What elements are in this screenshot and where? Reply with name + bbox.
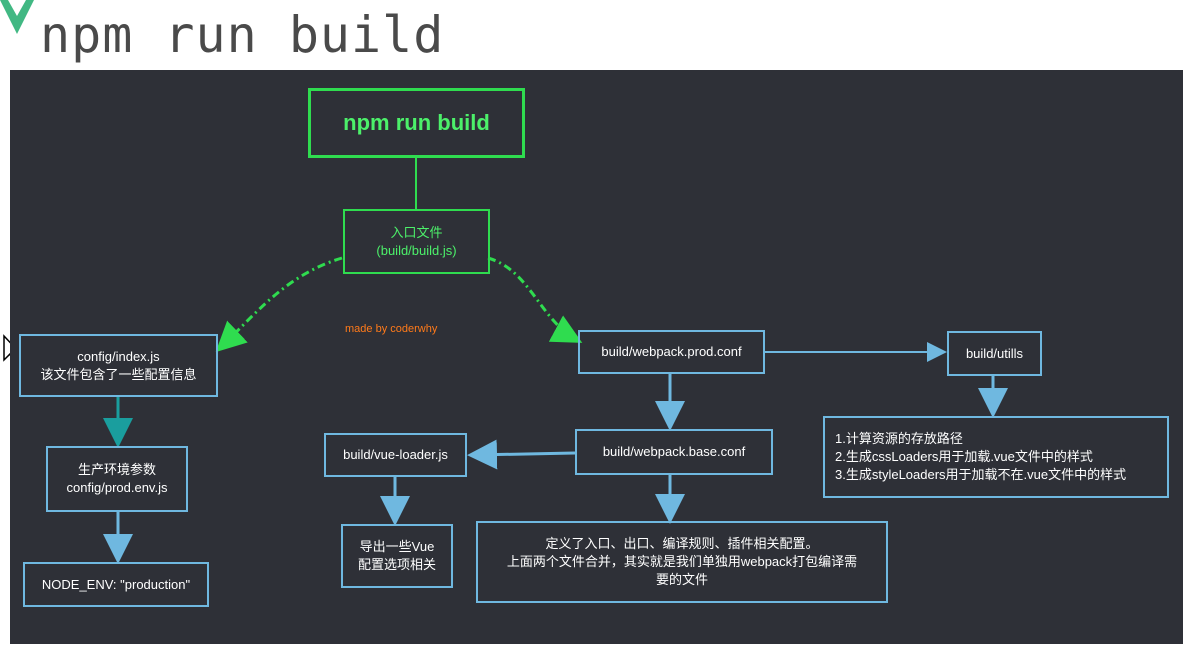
node-utils-desc-line-1: 1.计算资源的存放路径 (835, 431, 963, 446)
node-npm-run-build: npm run build (308, 88, 525, 158)
node-utils-desc-line-3: 3.生成styleLoaders用于加载不在.vue文件中的样式 (835, 467, 1127, 482)
node-build-utils-label: build/utills (965, 345, 1024, 361)
node-utils-desc: 1.计算资源的存放路径 2.生成cssLoaders用于加载.vue文件中的样式… (823, 416, 1169, 498)
node-build-utils: build/utills (947, 331, 1042, 376)
node-vue-loader-desc-line-2: 配置选项相关 (357, 557, 436, 572)
node-vue-loader: build/vue-loader.js (324, 433, 467, 477)
slide-title: npm run build (40, 6, 445, 64)
node-webpack-prod-conf-label: build/webpack.prod.conf (601, 344, 742, 359)
edge-base-vueloader (467, 439, 576, 470)
node-prod-env-line-2: config/prod.env.js (66, 480, 168, 495)
edge-entry-config (215, 256, 343, 353)
node-webpack-base-conf: build/webpack.base.conf (575, 429, 773, 475)
diagram-panel: npm run build 入口文件 (build/build.js) made… (10, 70, 1183, 644)
node-webpack-prod-conf: build/webpack.prod.conf (578, 330, 765, 374)
node-config-index: config/index.js 该文件包含了一些配置信息 (19, 334, 218, 397)
node-vue-loader-desc: 导出一些Vue 配置选项相关 (341, 524, 453, 588)
node-base-desc: 定义了入口、出口、编译规则、插件相关配置。 上面两个文件合并，其实就是我们单独用… (476, 521, 888, 603)
diagram-edges (103, 158, 1008, 564)
node-config-index-line-2: 该文件包含了一些配置信息 (40, 366, 197, 382)
node-vue-loader-label: build/vue-loader.js (343, 447, 448, 462)
node-npm-run-build-label: npm run build (343, 110, 490, 135)
node-prod-env: 生产环境参数 config/prod.env.js (46, 446, 188, 512)
node-node-env-label: NODE_ENV: "production" (41, 576, 191, 592)
watermark-text: made by coderwhy (345, 323, 438, 335)
node-utils-desc-line-2: 2.生成cssLoaders用于加载.vue文件中的样式 (835, 449, 1093, 464)
node-node-env: NODE_ENV: "production" (23, 562, 209, 607)
node-base-desc-line-2: 上面两个文件合并，其实就是我们单独用webpack打包编译需 (506, 554, 858, 569)
node-vue-loader-desc-line-1: 导出一些Vue (359, 539, 435, 554)
node-base-desc-line-3: 要的文件 (655, 572, 708, 587)
node-base-desc-line-1: 定义了入口、出口、编译规则、插件相关配置。 (545, 536, 819, 551)
node-prod-env-line-1: 生产环境参数 (77, 462, 156, 477)
node-config-index-line-1: config/index.js (77, 348, 160, 364)
node-entry: 入口文件 (build/build.js) (343, 209, 490, 274)
vue-logo-icon (0, 0, 34, 34)
node-entry-line-2: (build/build.js) (376, 242, 457, 258)
node-entry-line-1: 入口文件 (390, 224, 443, 240)
node-webpack-base-conf-label: build/webpack.base.conf (602, 444, 746, 459)
edge-entry-prod (487, 256, 583, 343)
